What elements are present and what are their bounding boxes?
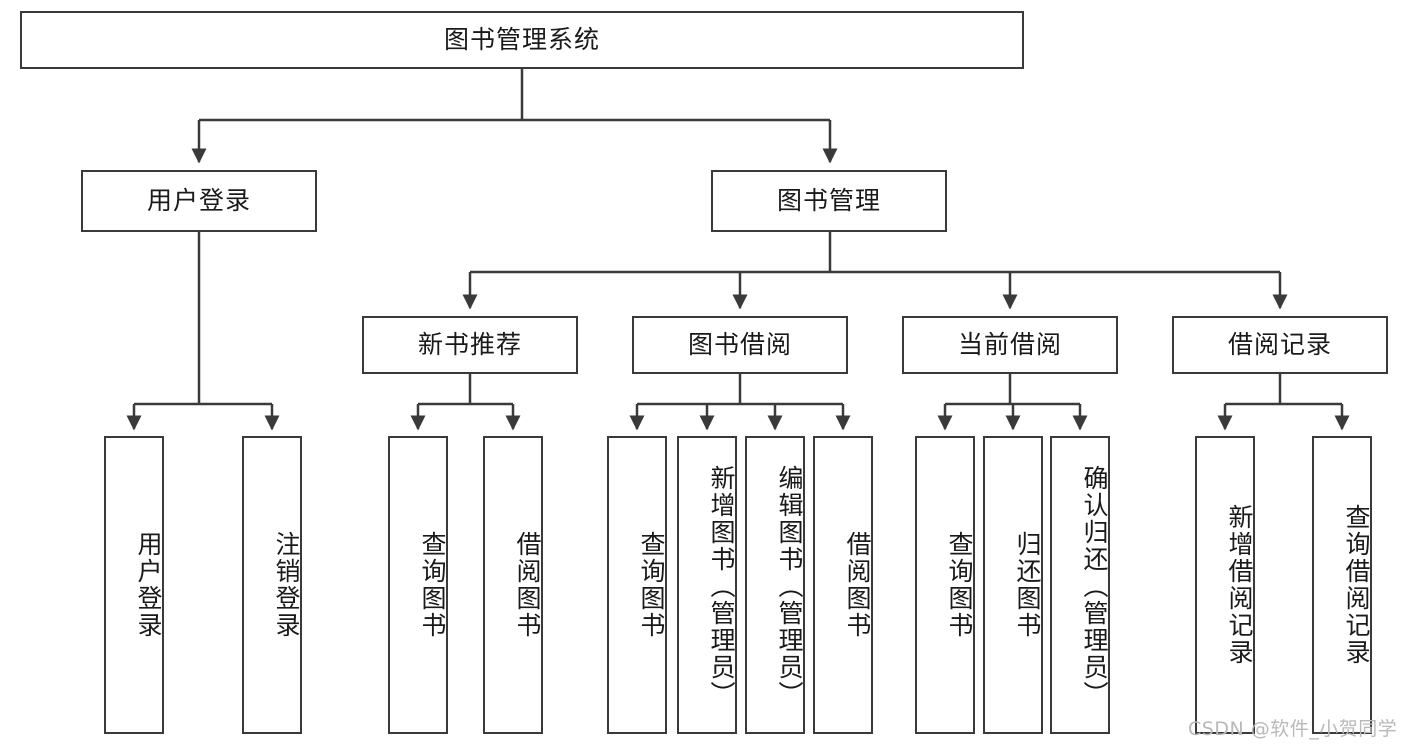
- node-current-borrow-label: 当前借阅: [957, 330, 1062, 360]
- leaf-borrow-book-1[interactable]: 借阅图书: [483, 436, 543, 734]
- leaf-query-book-1-label: 查询图书: [418, 531, 447, 639]
- node-book-borrow-label: 图书借阅: [687, 330, 792, 360]
- leaf-query-book-3-label: 查询图书: [945, 531, 974, 639]
- node-root-label: 图书管理系统: [443, 25, 600, 55]
- leaf-add-borrow-record[interactable]: 新增借阅记录: [1195, 436, 1255, 734]
- node-new-book-recommend-label: 新书推荐: [417, 330, 522, 360]
- leaf-query-book-1[interactable]: 查询图书: [388, 436, 448, 734]
- leaf-return-book-label: 归还图书: [1013, 531, 1042, 639]
- node-book-manage[interactable]: 图书管理: [711, 170, 947, 232]
- node-book-manage-label: 图书管理: [776, 186, 881, 216]
- leaf-borrow-book-1-label: 借阅图书: [513, 531, 542, 639]
- csdn-watermark: CSDN @软件_小贺同学: [1188, 718, 1398, 740]
- node-user-login-label: 用户登录: [146, 186, 251, 216]
- connector-group-current-borrow: [937, 374, 1088, 431]
- leaf-borrow-book-2[interactable]: 借阅图书: [813, 436, 873, 734]
- leaf-query-borrow-record[interactable]: 查询借阅记录: [1312, 436, 1372, 734]
- leaf-confirm-return-label: 确认归还（管理员）: [1080, 464, 1109, 708]
- leaf-user-logout[interactable]: 注销登录: [242, 436, 302, 734]
- leaf-add-book-label: 新增图书（管理员）: [707, 464, 736, 708]
- leaf-query-book-2[interactable]: 查询图书: [607, 436, 667, 734]
- connector-group-new-book-rec: [410, 374, 521, 431]
- connector-group-book-manage: [462, 232, 1288, 310]
- leaf-return-book[interactable]: 归还图书: [983, 436, 1043, 734]
- leaf-user-login-label: 用户登录: [134, 531, 163, 639]
- node-root[interactable]: 图书管理系统: [20, 11, 1024, 69]
- leaf-borrow-book-2-label: 借阅图书: [843, 531, 872, 639]
- connector-group-borrow-record: [1217, 374, 1350, 431]
- node-borrow-record[interactable]: 借阅记录: [1172, 316, 1388, 374]
- node-book-borrow[interactable]: 图书借阅: [632, 316, 848, 374]
- connector-group-user-login: [126, 232, 280, 431]
- connector-group-root: [191, 69, 838, 164]
- node-borrow-record-label: 借阅记录: [1227, 330, 1332, 360]
- leaf-user-login[interactable]: 用户登录: [104, 436, 164, 734]
- node-new-book-recommend[interactable]: 新书推荐: [362, 316, 578, 374]
- leaf-query-book-3[interactable]: 查询图书: [915, 436, 975, 734]
- leaf-add-book[interactable]: 新增图书（管理员）: [677, 436, 737, 734]
- node-current-borrow[interactable]: 当前借阅: [902, 316, 1118, 374]
- leaf-query-book-2-label: 查询图书: [637, 531, 666, 639]
- leaf-user-logout-label: 注销登录: [272, 531, 301, 639]
- leaf-query-borrow-record-label: 查询借阅记录: [1342, 504, 1371, 666]
- connector-group-book-borrow: [629, 374, 851, 431]
- leaf-edit-book[interactable]: 编辑图书（管理员）: [745, 436, 805, 734]
- leaf-edit-book-label: 编辑图书（管理员）: [775, 464, 804, 708]
- node-user-login[interactable]: 用户登录: [81, 170, 317, 232]
- leaf-add-borrow-record-label: 新增借阅记录: [1225, 504, 1254, 666]
- leaf-confirm-return[interactable]: 确认归还（管理员）: [1050, 436, 1110, 734]
